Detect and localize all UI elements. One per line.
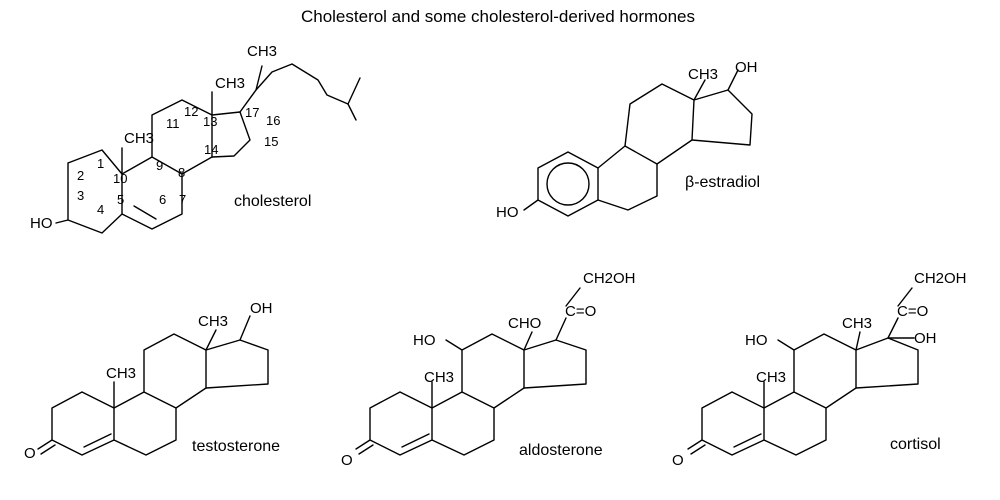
aldosterone-ch2oh-label: CH2OH	[583, 270, 636, 287]
carbon-number-14: 14	[204, 142, 218, 157]
estradiol-ch3-label: CH3	[688, 66, 718, 83]
testosterone-structure: O CH3 OH CH3 testosterone	[24, 300, 280, 462]
cholesterol-bonds	[55, 63, 361, 234]
estradiol-bonds	[523, 69, 753, 217]
carbon-number-15: 15	[264, 134, 278, 149]
cholesterol-c10-ch3-label: CH3	[124, 130, 154, 147]
testosterone-name-label: testosterone	[192, 438, 280, 455]
carbon-number-9: 9	[156, 158, 163, 173]
cholesterol-ho-label: HO	[30, 215, 53, 232]
carbon-number-6: 6	[159, 192, 166, 207]
cortisol-o-label: O	[672, 452, 684, 469]
carbon-number-13: 13	[203, 114, 217, 129]
estradiol-oh-label: OH	[735, 59, 758, 76]
aldosterone-co-label: C=O	[565, 303, 596, 320]
carbon-number-17: 17	[245, 105, 259, 120]
cortisol-ho-label: HO	[745, 332, 768, 349]
carbon-number-4: 4	[97, 202, 104, 217]
aldosterone-bonds	[355, 287, 587, 456]
aldosterone-structure: O CH2OH C=O CHO HO CH3 aldosterone	[341, 270, 636, 469]
carbon-number-12: 12	[184, 104, 198, 119]
estradiol-structure: CH3 OH HO β-estradiol	[496, 59, 760, 221]
carbon-number-3: 3	[77, 188, 84, 203]
cholesterol-carbon-numbers: 1 2 3 4 5 6 7 8 9 10 11 12 13 14 15 16 1…	[77, 104, 280, 217]
testosterone-o-label: O	[24, 445, 36, 462]
aldosterone-cho-label: CHO	[508, 315, 541, 332]
testosterone-c10-ch3-label: CH3	[106, 365, 136, 382]
cholesterol-side-ch3-label: CH3	[247, 43, 277, 60]
cortisol-oh-label: OH	[914, 330, 937, 347]
carbon-number-8: 8	[178, 165, 185, 180]
cortisol-c10-ch3-label: CH3	[756, 369, 786, 386]
cholesterol-name-label: cholesterol	[234, 193, 311, 210]
testosterone-oh-label: OH	[250, 300, 273, 317]
carbon-number-7: 7	[179, 192, 186, 207]
aldosterone-o-label: O	[341, 452, 353, 469]
carbon-number-16: 16	[266, 113, 280, 128]
carbon-number-10: 10	[113, 171, 127, 186]
figure-title: Cholesterol and some cholesterol-derived…	[301, 7, 695, 26]
aldosterone-ho-label: HO	[413, 332, 436, 349]
carbon-number-5: 5	[117, 192, 124, 207]
cholesterol-c13-ch3-label: CH3	[215, 75, 245, 92]
testosterone-c13-ch3-label: CH3	[198, 313, 228, 330]
carbon-number-1: 1	[97, 156, 104, 171]
cortisol-ch3-label: CH3	[842, 315, 872, 332]
carbon-number-2: 2	[77, 168, 84, 183]
aldosterone-name-label: aldosterone	[519, 442, 603, 459]
cortisol-structure: O CH2OH C=O CH3 OH HO CH3 cortisol	[672, 270, 967, 469]
carbon-number-11: 11	[166, 116, 180, 131]
aldosterone-c10-ch3-label: CH3	[424, 369, 454, 386]
cortisol-co-label: C=O	[897, 303, 928, 320]
cortisol-bonds	[687, 287, 919, 456]
cortisol-ch2oh-label: CH2OH	[914, 270, 967, 287]
cortisol-name-label: cortisol	[890, 436, 941, 453]
cholesterol-structure: HO CH3 CH3 CH3 1 2 3 4 5 6 7 8 9 10 11 1…	[30, 43, 361, 234]
estradiol-ho-label: HO	[496, 204, 519, 221]
estradiol-name-label: β-estradiol	[685, 174, 760, 191]
testosterone-bonds	[37, 315, 269, 456]
